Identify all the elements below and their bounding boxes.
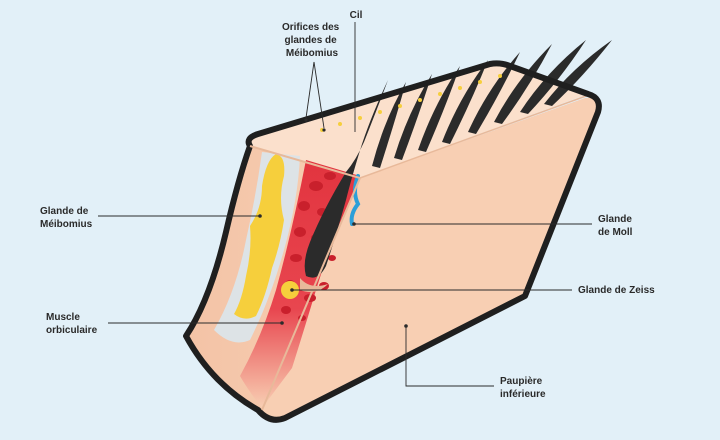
label-cil: Cil [350, 10, 363, 21]
eyelid-top-face [248, 63, 588, 178]
label-paupiere-line2: inférieure [500, 389, 546, 400]
label-meibomius: Glande de Méibomius [40, 206, 93, 230]
label-meibomius-line2: Méibomius [40, 219, 93, 230]
moll-gland [349, 174, 361, 226]
label-muscle: Muscle orbiculaire [46, 312, 98, 336]
label-orifices: Orifices des glandes de Méibomius [282, 22, 342, 59]
eyelid-outline [183, 60, 602, 423]
eyelash [372, 82, 406, 168]
eyelash [418, 66, 460, 152]
zeiss-gland [281, 281, 299, 299]
label-muscle-line1: Muscle [46, 312, 80, 323]
eyelashes [372, 40, 612, 168]
label-zeiss-line1: Glande de Zeiss [578, 285, 655, 296]
label-muscle-line2: orbiculaire [46, 325, 98, 336]
meibomian-gland [234, 154, 285, 319]
eyelash [394, 74, 432, 160]
label-paupiere-line1: Paupière [500, 376, 543, 387]
label-orifices-line1: Orifices des [282, 22, 340, 33]
eyelash [520, 40, 586, 114]
eyelid-edge [359, 95, 587, 179]
leader-lines [98, 22, 592, 387]
label-orifices-line3: Méibomius [286, 48, 339, 59]
label-meibomius-line1: Glande de [40, 206, 89, 217]
label-moll-line2: de Moll [598, 227, 633, 238]
label-zeiss: Glande de Zeiss [578, 285, 655, 296]
label-orifices-line2: glandes de [284, 35, 337, 46]
eyelash [468, 52, 520, 134]
cross-section-edge [249, 145, 362, 411]
label-cil-line1: Cil [350, 10, 363, 21]
label-paupiere: Paupière inférieure [500, 376, 546, 400]
label-moll: Glande de Moll [598, 214, 635, 238]
eyelash [494, 44, 552, 124]
eyelid-side-face [262, 97, 599, 420]
eyelash [544, 40, 612, 106]
eyelash [442, 60, 488, 144]
eyelash-follicle [300, 80, 388, 292]
label-moll-line1: Glande [598, 214, 632, 225]
